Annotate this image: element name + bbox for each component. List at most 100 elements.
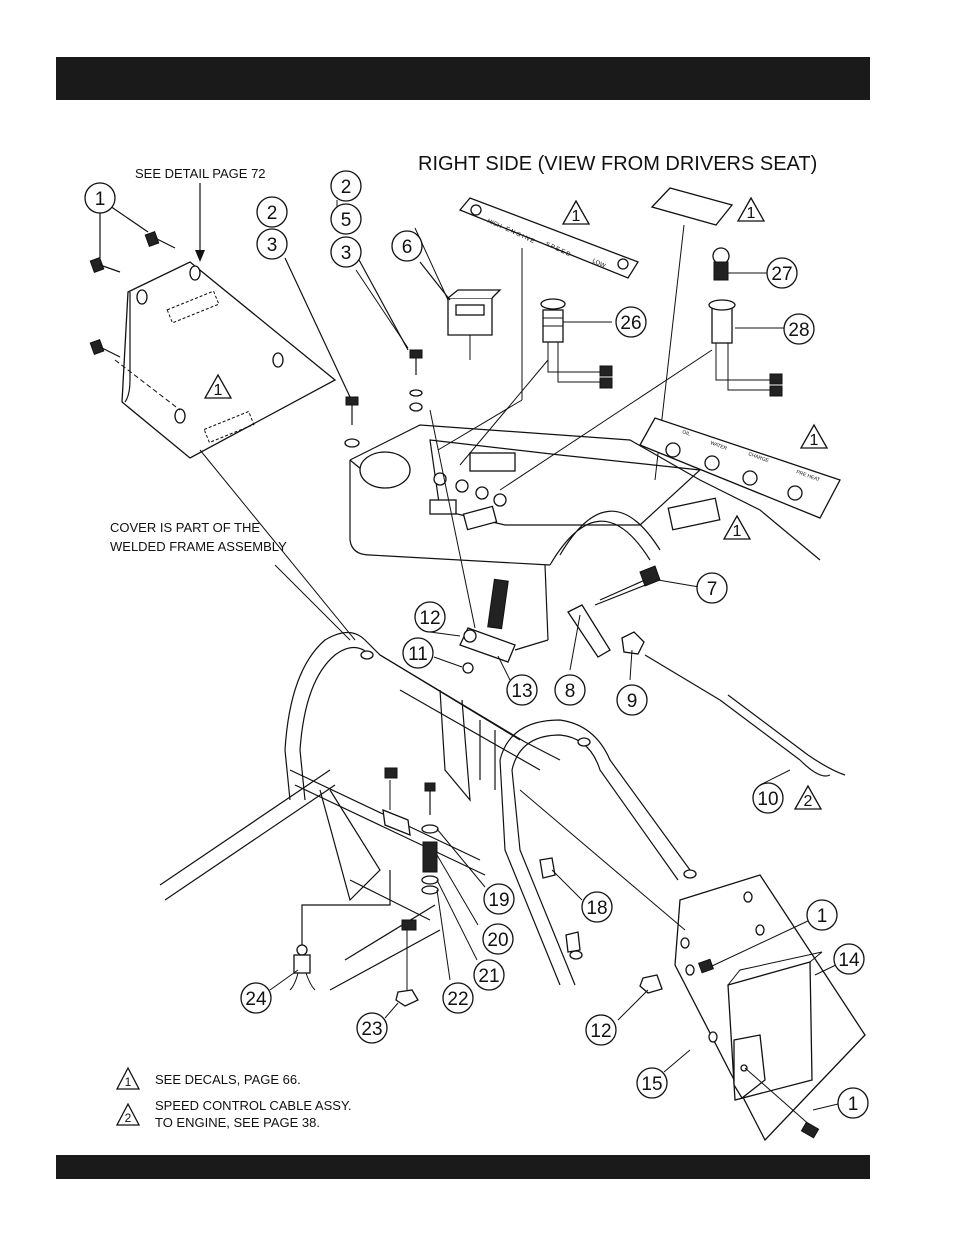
bolt-icon [284,257,423,448]
svg-text:1: 1 [95,189,106,210]
callout-26: 26 [615,306,647,338]
callout-balloons: 1 1 1 1 2 3 2 5 3 6 26 27 28 7 8 9 10 11… [84,170,869,1119]
svg-text:HIGH: HIGH [486,218,502,230]
svg-text:WATER: WATER [709,440,728,452]
svg-text:SPEED CONTROL CABLE ASSY.: SPEED CONTROL CABLE ASSY. [155,1098,352,1113]
callout-11: 11 [402,637,434,669]
legend: 1 SEE DECALS, PAGE 66. 2 SPEED CONTROL C… [115,1066,352,1130]
callout-24: 24 [240,982,272,1014]
callout-1: 1 [837,1087,869,1119]
svg-text:1: 1 [733,523,742,540]
svg-text:SEE DECALS, PAGE 66.: SEE DECALS, PAGE 66. [155,1072,301,1087]
svg-text:20: 20 [487,930,508,951]
svg-text:14: 14 [838,950,860,971]
svg-text:7: 7 [707,579,718,600]
svg-text:19: 19 [488,890,509,911]
callout-27: 27 [766,257,798,289]
svg-text:OIL: OIL [681,429,691,437]
callout-5: 5 [330,203,362,235]
callout-13: 13 [506,674,538,706]
nut-icon [463,629,477,643]
callout-12: 12 [414,601,446,633]
callout-9: 9 [616,684,648,716]
callout-14: 14 [833,943,865,975]
svg-text:26: 26 [620,313,641,334]
svg-text:1: 1 [572,208,581,225]
svg-text:15: 15 [641,1074,662,1095]
svg-text:5: 5 [341,210,352,231]
svg-text:8: 8 [565,681,576,702]
washer-icon [462,662,474,674]
callout-28: 28 [783,313,815,345]
svg-text:1: 1 [848,1094,859,1115]
dash-panel [349,424,821,651]
see-detail-arrow [195,183,205,262]
switch-icon [459,298,613,466]
callout-10: 10 [752,782,784,814]
callout-1: 1 [84,182,116,214]
note-flag-1: 1 [203,373,233,399]
callout-8: 8 [554,674,586,706]
note-flag-1: 1 [561,199,591,225]
detail-cover-plate [114,261,356,641]
svg-text:2: 2 [267,203,278,224]
svg-text:2: 2 [125,1111,132,1125]
legend-item-2: 2 SPEED CONTROL CABLE ASSY. TO ENGINE, S… [115,1098,352,1130]
note-flag-2: 2 [793,784,823,810]
svg-text:1: 1 [214,382,223,399]
cover-note-line1: COVER IS PART OF THE [110,520,260,535]
svg-text:21: 21 [478,966,499,987]
callout-20: 20 [482,923,514,955]
indicator-panel-decal: OIL WATER CHARGE PRE HEAT [639,417,841,519]
side-plate [519,789,866,1142]
callout-23: 23 [356,1012,388,1044]
callout-7: 7 [696,572,728,604]
svg-text:1: 1 [747,205,756,222]
svg-text:6: 6 [402,237,413,258]
svg-text:3: 3 [341,243,352,264]
svg-text:28: 28 [788,320,809,341]
callout-1: 1 [806,899,838,931]
bracket-icon [539,857,581,953]
leader-lines [269,200,839,1111]
svg-text:1: 1 [125,1075,132,1089]
callout-19: 19 [483,883,515,915]
svg-text:24: 24 [245,989,267,1010]
plunger-switch-icon [289,870,391,991]
svg-text:TO ENGINE, SEE PAGE 38.: TO ENGINE, SEE PAGE 38. [155,1115,320,1130]
callout-2: 2 [330,170,362,202]
svg-text:1: 1 [817,906,828,927]
svg-text:10: 10 [757,789,778,810]
svg-text:13: 13 [511,681,532,702]
svg-text:LOW: LOW [591,258,606,269]
view-title: RIGHT SIDE (VIEW FROM DRIVERS SEAT) [418,153,817,175]
callout-22: 22 [442,982,474,1014]
callout-21: 21 [473,959,505,991]
screw-icon [89,231,176,358]
cover-note-line2: WELDED FRAME ASSEMBLY [110,539,287,554]
callout-12: 12 [585,1014,617,1046]
svg-text:12: 12 [419,608,440,629]
spring-assembly-icon [382,767,439,1007]
svg-text:22: 22 [447,989,468,1010]
note-flag-1: 1 [722,514,752,540]
legend-item-1: 1 SEE DECALS, PAGE 66. [115,1066,301,1090]
svg-text:27: 27 [771,264,792,285]
svg-text:2: 2 [804,793,813,810]
hour-meter-icon [419,261,502,360]
callout-6: 6 [391,230,423,262]
see-detail-note: SEE DETAIL PAGE 72 [135,166,266,181]
callout-2: 2 [256,196,288,228]
callout-18: 18 [581,891,613,923]
header-bar [56,57,870,100]
svg-text:2: 2 [341,177,352,198]
callout-15: 15 [636,1067,668,1099]
svg-text:9: 9 [627,691,638,712]
note-flags: 1 1 1 1 1 2 [203,196,829,810]
indicator-light-icon [499,247,787,491]
callout-3: 3 [256,228,288,260]
svg-text:1: 1 [810,432,819,449]
footer-bar [56,1155,870,1179]
note-flag-1: 1 [799,423,829,449]
